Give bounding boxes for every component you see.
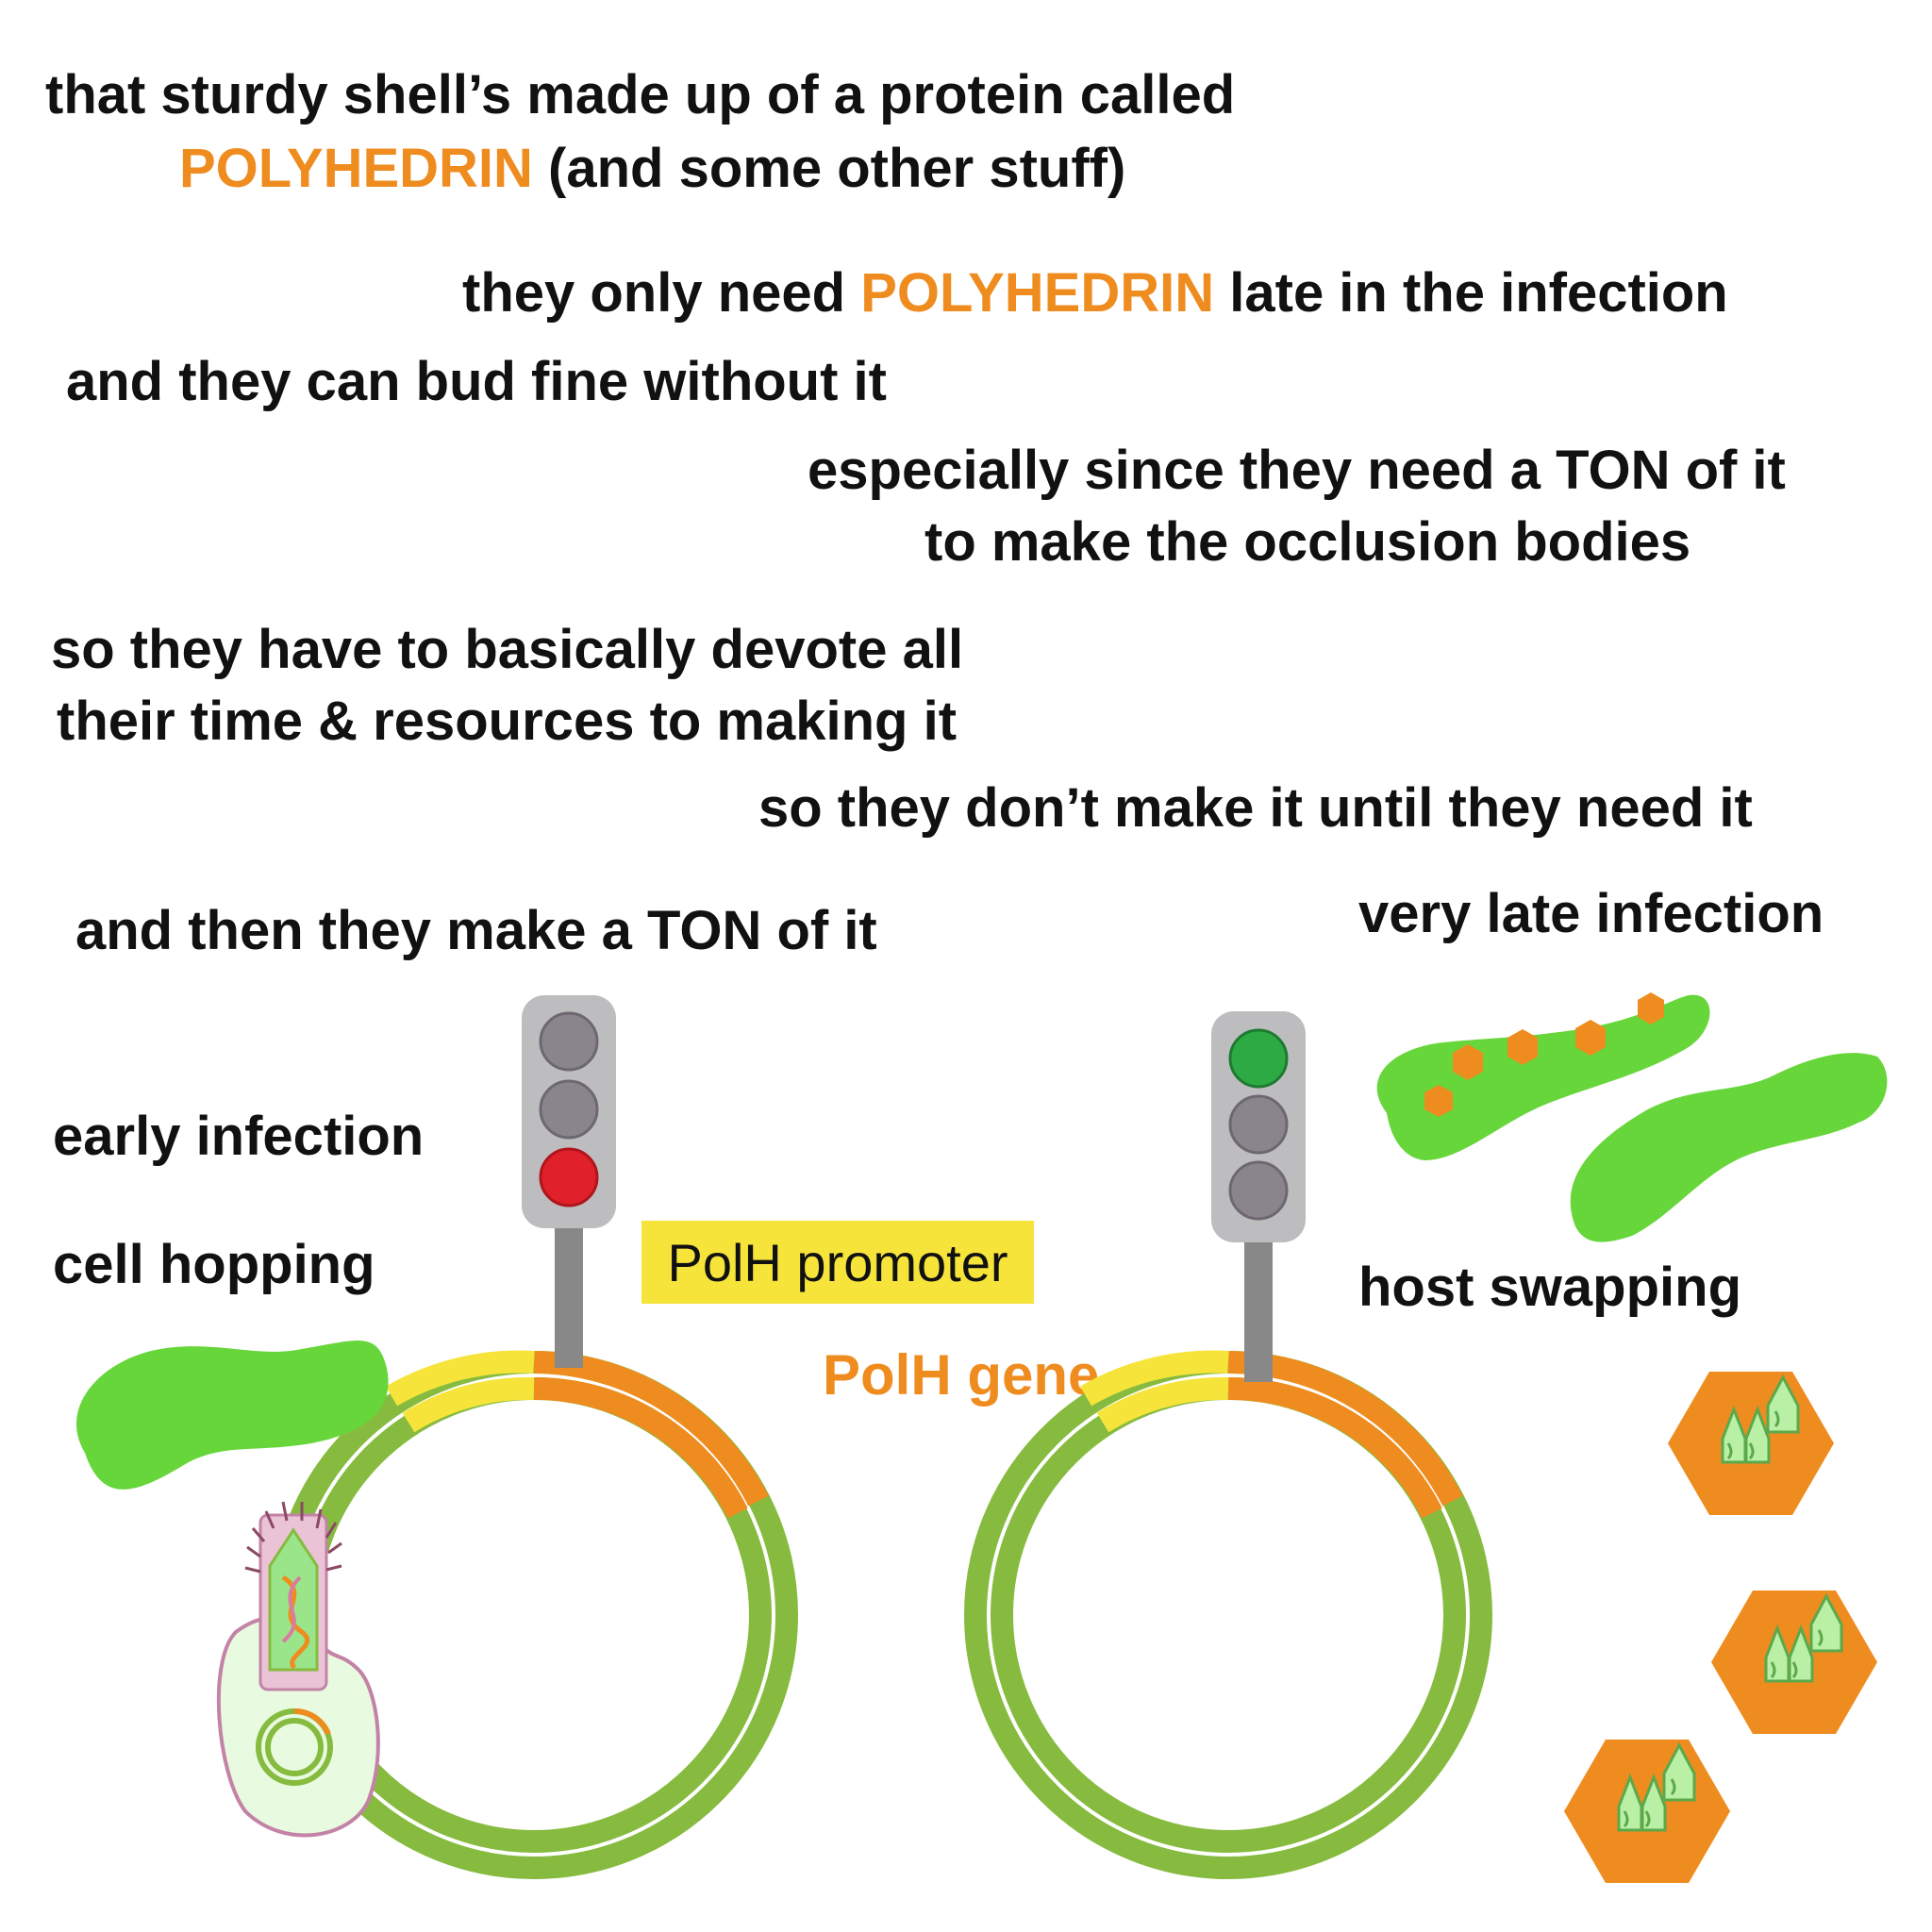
caption-make-ton: and then they make a TON of it: [75, 900, 877, 961]
label-early-infection: early infection: [53, 1106, 425, 1167]
caption-resources: their time & resources to making it: [57, 691, 958, 752]
caption-shell-protein: that sturdy shell’s made up of a protein…: [45, 64, 1236, 125]
caption-late-need: they only need POLYHEDRIN late in the in…: [462, 266, 1728, 321]
caption-late-need-b: late in the infection: [1214, 262, 1728, 324]
traffic-light-green-icon: [1211, 1011, 1306, 1382]
caption-ton-needed: especially since they need a TON of it: [808, 440, 1786, 501]
green-cell-left-icon: [76, 1341, 389, 1490]
caption-until-needed: so they don’t make it until they need it: [758, 777, 1753, 839]
label-very-late-infection: very late infection: [1358, 883, 1824, 944]
label-polh-gene: PolH gene: [823, 1343, 1100, 1407]
traffic-light-red-icon: [522, 995, 616, 1368]
caption-polyhedrin-note: POLYHEDRIN (and some other stuff): [179, 142, 1125, 196]
keyword-polyhedrin: POLYHEDRIN: [179, 138, 533, 199]
budded-virion-icon: [216, 1501, 380, 1838]
caption-devote: so they have to basically devote all: [51, 619, 964, 680]
caption-bud-fine: and they can bud fine without it: [66, 351, 887, 412]
caption-occlusion-bodies: to make the occlusion bodies: [924, 511, 1691, 573]
caption-other-stuff: (and some other stuff): [532, 138, 1126, 199]
caption-late-need-a: they only need: [462, 262, 861, 324]
green-cell-occluded-icon: [1376, 992, 1710, 1160]
label-host-swapping: host swapping: [1358, 1257, 1741, 1318]
label-cell-hopping: cell hopping: [53, 1234, 375, 1295]
occlusion-body-icon-2: [1711, 1591, 1877, 1734]
label-polh-promoter: PolH promoter: [641, 1221, 1034, 1304]
keyword-polyhedrin-2: POLYHEDRIN: [860, 262, 1215, 324]
green-cell-right-icon: [1570, 1053, 1888, 1242]
occlusion-body-icon-3: [1564, 1740, 1730, 1883]
genome-ring-late: [964, 1350, 1492, 1879]
occlusion-body-icon: [1668, 1372, 1834, 1515]
